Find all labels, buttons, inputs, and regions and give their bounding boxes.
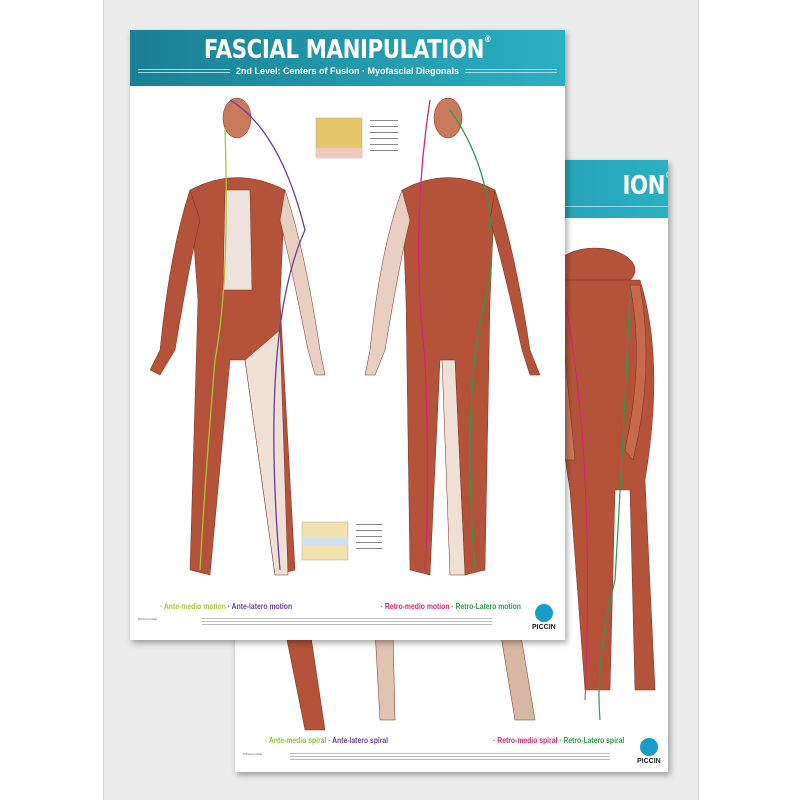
front-poster-subtitle: 2nd Level: Centers of Fusion · Myofascia… — [130, 66, 565, 76]
back-anatomy-figures — [284, 247, 656, 731]
back-poster-title: ION® — [622, 171, 668, 201]
ante-medio-line — [199, 129, 227, 571]
left-arm — [279, 189, 326, 376]
piccin-logo: PICCIN — [637, 738, 661, 765]
legend-retro-latero-spiral: · Retro-Latero spiral — [559, 736, 624, 745]
legend-retro-medio-spiral: · Retro-medio spiral — [492, 736, 558, 745]
fine-print — [290, 752, 610, 762]
ante-latero-line — [229, 99, 306, 571]
back-figure-body — [401, 177, 496, 576]
printed-note: Printed in Italy — [138, 617, 158, 621]
piccin-logo: PICCIN — [532, 604, 556, 631]
front-poster-title: FASCIAL MANIPULATION® — [203, 35, 492, 65]
legend-retro-medio-motion: · Retro-medio motion — [380, 602, 450, 611]
legend-ante-medio-spiral: · Ante-medio spiral — [265, 736, 327, 745]
legend-retro-latero-motion: · Retro-Latero motion — [451, 602, 521, 611]
fascia-inset-top — [315, 117, 398, 159]
right-arm — [364, 189, 411, 376]
front-poster: FASCIAL MANIPULATION® 2nd Level: Centers… — [130, 30, 565, 640]
front-poster-header: FASCIAL MANIPULATION® 2nd Level: Centers… — [130, 30, 565, 86]
printed-note: Printed in Italy — [243, 752, 263, 756]
retro-latero-line — [449, 109, 493, 571]
legend-ante-medio-motion: · Ante-medio motion — [160, 602, 226, 611]
head — [222, 97, 252, 139]
retro-medio-line — [417, 99, 431, 571]
legend-ante-latero-motion: · Ante-latero motion — [227, 602, 293, 611]
legend-right-group: · Retro-medio motion · Retro-Latero moti… — [381, 602, 521, 611]
fine-print — [202, 617, 492, 627]
leg — [284, 629, 326, 731]
fascia-inset-bottom — [301, 521, 382, 561]
right-arm — [149, 189, 201, 376]
legend-left-group: · Ante-medio spiral · Ante-latero spiral — [265, 736, 388, 745]
legend-right-group: · Retro-medio spiral · Retro-Latero spir… — [493, 736, 624, 745]
left-arm — [489, 189, 541, 376]
legend-ante-latero-spiral: · Ante-latero spiral — [328, 736, 389, 745]
legend-left-group: · Ante-medio motion · Ante-latero motion — [160, 602, 292, 611]
head — [433, 97, 463, 139]
front-anatomy-figures — [149, 97, 541, 576]
